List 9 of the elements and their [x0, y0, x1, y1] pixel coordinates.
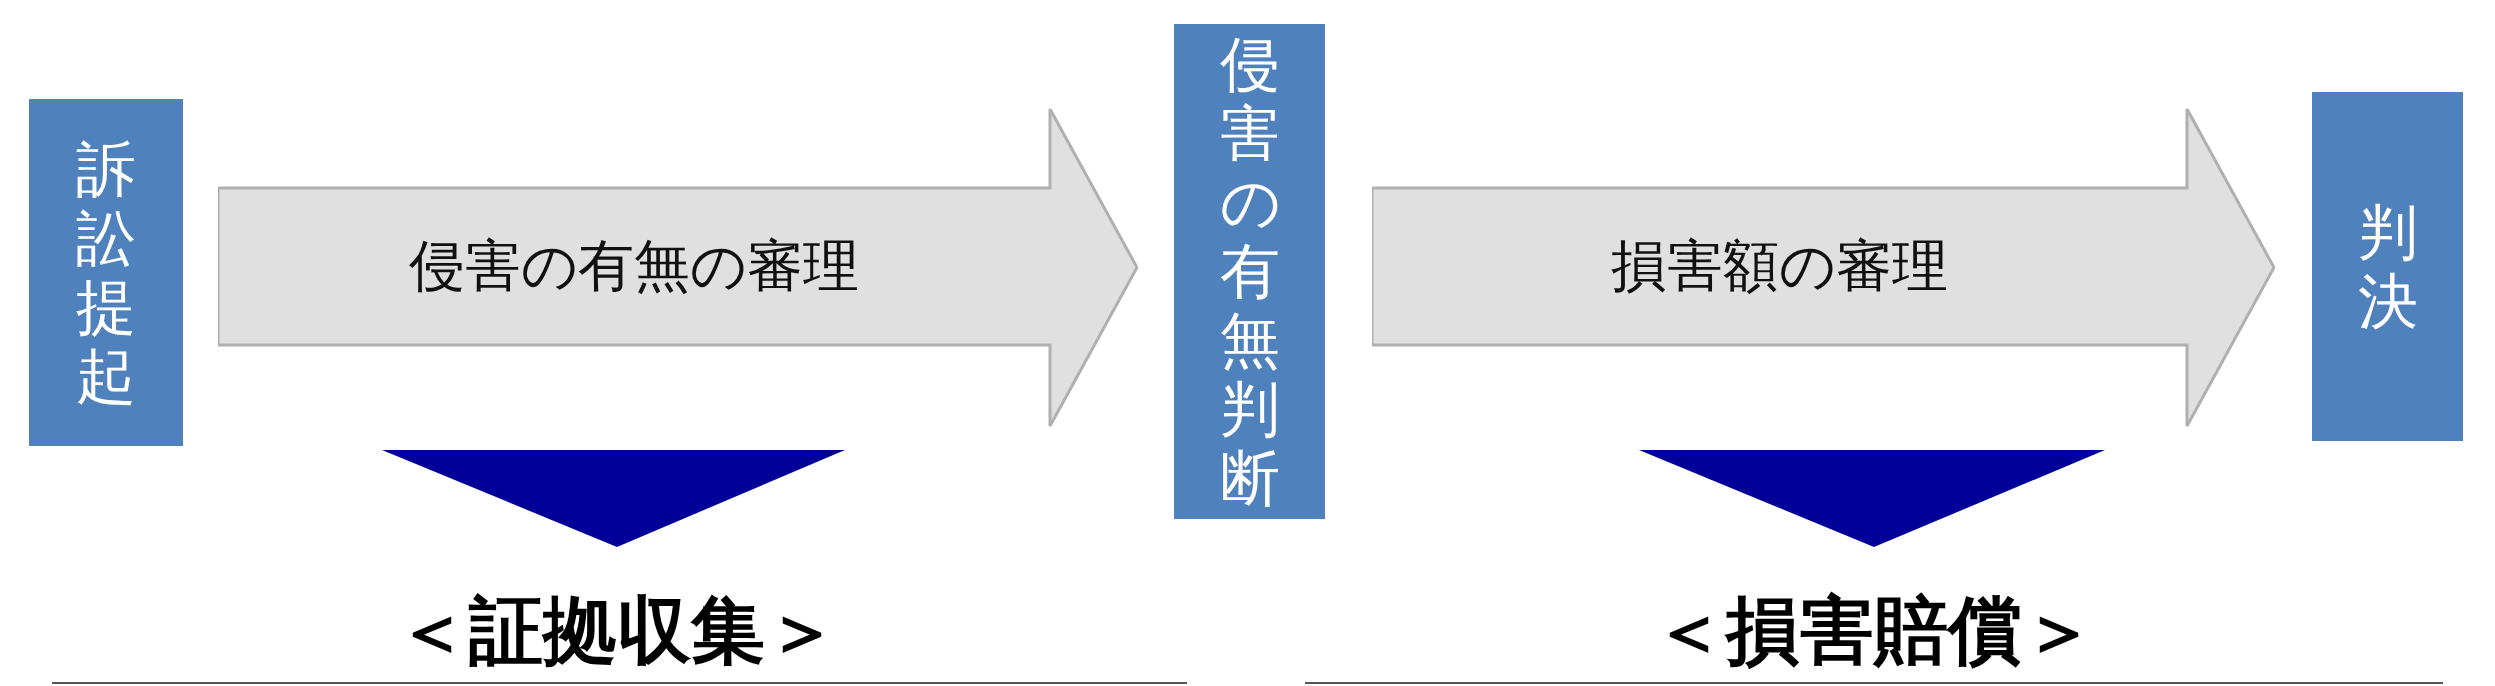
- arrow-shape: [218, 108, 1138, 427]
- process-box: 判決: [2312, 92, 2463, 441]
- arrow-shape: [1372, 108, 2275, 427]
- section-heading: ＜証拠収集＞: [395, 586, 839, 675]
- section-heading: ＜損害賠償＞: [1652, 586, 2096, 675]
- arrow-label: 損害額の審理: [1611, 231, 1948, 300]
- arrow-label: 侵害の有無の審理: [409, 231, 859, 300]
- process-box: 侵害の有無判断: [1174, 24, 1325, 519]
- process-box: 訴訟提起: [29, 99, 183, 446]
